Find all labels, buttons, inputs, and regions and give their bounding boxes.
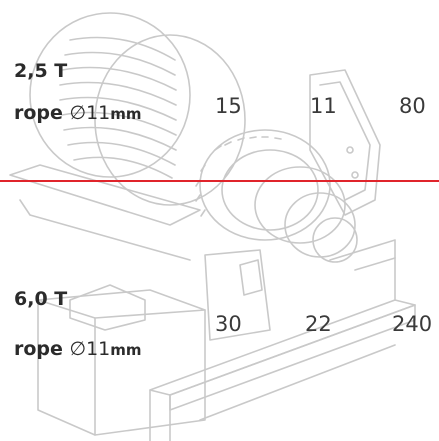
frame-rail-left bbox=[9, 164, 201, 226]
frame-rail-left-lower bbox=[19, 199, 191, 261]
gear-housing bbox=[199, 129, 331, 241]
side-bracket bbox=[309, 69, 381, 216]
value-top-1: 15 bbox=[215, 94, 242, 118]
drum-windings bbox=[59, 36, 177, 179]
rope-label-top: rope bbox=[14, 102, 70, 124]
value-bottom-3: 240 bbox=[392, 312, 433, 336]
coupling bbox=[204, 249, 271, 341]
value-top-3: 80 bbox=[399, 94, 426, 118]
rope-label-bottom: rope bbox=[14, 338, 70, 360]
rope-diameter-bottom: ∅11 bbox=[69, 338, 111, 360]
rope-diameter-top: ∅11 bbox=[69, 102, 111, 124]
rope-unit-top: mm bbox=[110, 105, 142, 123]
capacity-top: 2,5 T bbox=[14, 60, 68, 82]
motor-cap bbox=[69, 284, 146, 331]
value-top-2: 11 bbox=[310, 94, 337, 118]
capacity-bottom: 6,0 T bbox=[14, 288, 68, 310]
gear-teeth bbox=[195, 136, 282, 217]
base-frame-upright bbox=[329, 239, 396, 301]
drum-flange-left bbox=[29, 12, 191, 178]
motor-block bbox=[37, 289, 206, 436]
base-frame-top bbox=[149, 299, 416, 396]
rope-spec-top: rope ∅11mm bbox=[14, 104, 142, 123]
divider-line bbox=[0, 180, 439, 182]
rope-spec-bottom: rope ∅11mm bbox=[14, 340, 142, 359]
base-frame-side bbox=[169, 304, 416, 411]
value-bottom-1: 30 bbox=[215, 312, 242, 336]
drum-flange-right bbox=[94, 34, 246, 206]
rope-unit-bottom: mm bbox=[110, 341, 142, 359]
value-bottom-2: 22 bbox=[305, 312, 332, 336]
